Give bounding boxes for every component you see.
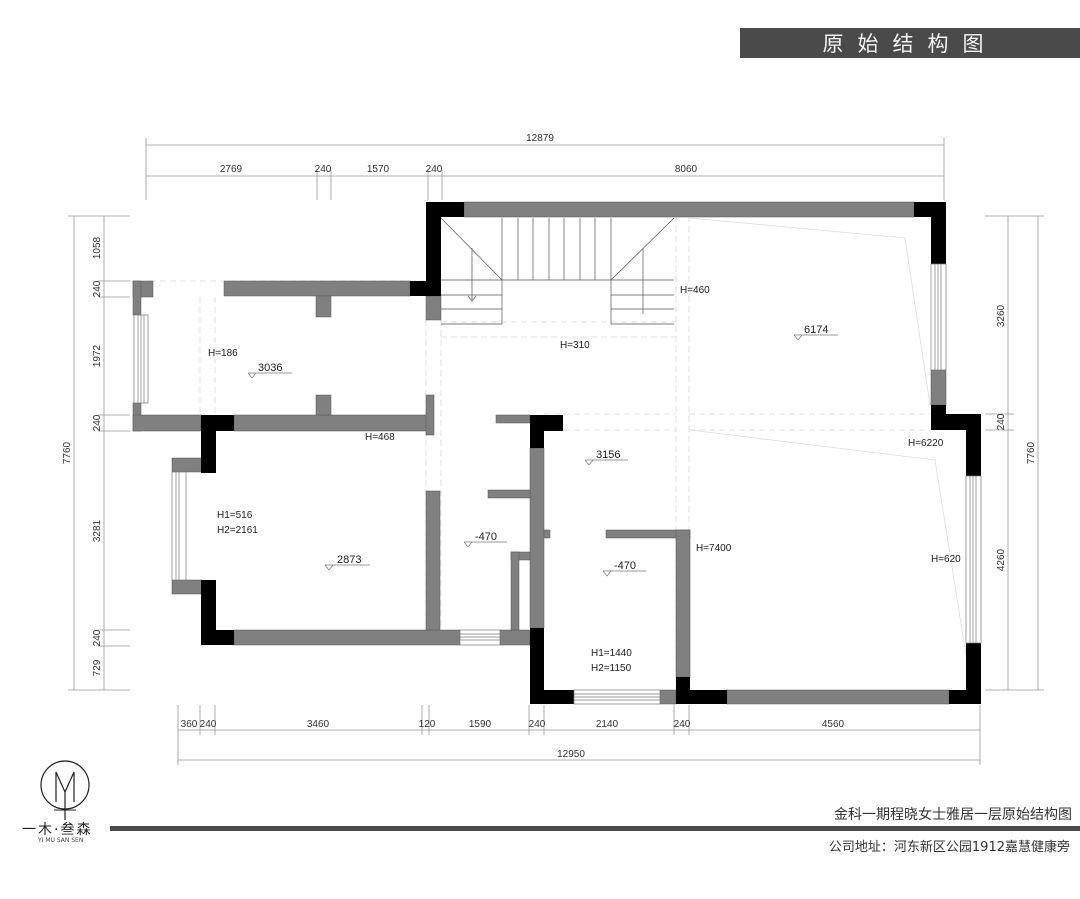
svg-text:729: 729 [92, 659, 103, 676]
svg-text:H2=2161: H2=2161 [217, 525, 258, 536]
svg-text:360: 360 [181, 719, 198, 730]
partition-walls [132, 201, 950, 705]
svg-text:3260: 3260 [996, 304, 1007, 327]
svg-text:240: 240 [674, 719, 691, 730]
svg-text:H1=1440: H1=1440 [591, 648, 632, 659]
svg-text:240: 240 [315, 164, 332, 175]
footer-divider [110, 826, 1080, 831]
svg-text:12879: 12879 [526, 133, 554, 144]
svg-text:H1=516: H1=516 [217, 510, 253, 521]
svg-text:240: 240 [426, 164, 443, 175]
svg-text:4260: 4260 [996, 548, 1007, 571]
svg-text:1590: 1590 [469, 719, 492, 730]
svg-text:H=310: H=310 [560, 340, 590, 351]
right-dimension-text: 3260 240 4260 7760 [996, 304, 1037, 571]
dimension-lines [68, 138, 1044, 765]
svg-text:240: 240 [529, 719, 546, 730]
svg-text:240: 240 [92, 414, 103, 431]
svg-text:H=186: H=186 [208, 348, 238, 359]
height-labels: H=186 H=468 H=460 H=310 H=6220 H=7400 H=… [208, 285, 961, 674]
svg-text:H=6220: H=6220 [908, 438, 944, 449]
svg-text:2873: 2873 [337, 554, 361, 566]
bottom-dimension-text: 360 240 3460 120 1590 240 2140 240 4560 … [181, 719, 845, 760]
svg-text:4560: 4560 [822, 719, 845, 730]
svg-text:240: 240 [92, 280, 103, 297]
drawing-title-bar: 原始结构图 [740, 28, 1080, 58]
svg-text:8060: 8060 [675, 164, 698, 175]
svg-text:120: 120 [419, 719, 436, 730]
svg-text:3036: 3036 [258, 362, 282, 374]
svg-text:1058: 1058 [92, 236, 103, 259]
svg-text:7760: 7760 [1026, 441, 1037, 464]
svg-text:6174: 6174 [804, 324, 828, 336]
svg-text:1570: 1570 [367, 164, 390, 175]
ceiling-outline [689, 217, 971, 681]
svg-text:-470: -470 [614, 560, 636, 572]
project-title: 金科一期程晓女士雅居一层原始结构图 [834, 807, 1072, 823]
svg-text:3156: 3156 [596, 449, 620, 461]
staircase [440, 217, 675, 325]
top-dimension-text: 12879 2769 240 1570 240 8060 [220, 133, 698, 175]
drawing-title: 原始结构图 [822, 32, 998, 56]
svg-text:2140: 2140 [596, 719, 619, 730]
svg-text:7760: 7760 [62, 441, 73, 464]
svg-text:240: 240 [996, 413, 1007, 430]
svg-text:3281: 3281 [92, 519, 103, 542]
company-address: 公司地址：河东新区公园1912嘉慧健康旁 [828, 840, 1070, 855]
svg-text:H=468: H=468 [365, 432, 395, 443]
svg-text:H2=1150: H2=1150 [591, 663, 632, 674]
load-bearing-walls [201, 202, 981, 704]
svg-text:H=460: H=460 [680, 285, 710, 296]
logo-subtitle: YI MU SAN SEN [38, 837, 84, 844]
level-marks [247, 334, 838, 577]
svg-text:H=7400: H=7400 [696, 543, 732, 554]
level-values: 3036 6174 3156 2873 -470 -470 [258, 324, 828, 572]
svg-text:240: 240 [92, 629, 103, 646]
svg-text:1972: 1972 [92, 344, 103, 367]
logo-name: 一木·叁森 [22, 822, 93, 838]
svg-text:3460: 3460 [307, 719, 330, 730]
windows [133, 263, 982, 705]
company-logo-icon [40, 760, 90, 820]
svg-text:H=620: H=620 [931, 554, 961, 565]
svg-text:-470: -470 [475, 531, 497, 543]
left-dimension-text: 7760 1058 240 1972 240 3281 240 729 [62, 236, 103, 676]
svg-text:2769: 2769 [220, 164, 243, 175]
svg-text:12950: 12950 [557, 749, 585, 760]
svg-text:240: 240 [200, 719, 217, 730]
